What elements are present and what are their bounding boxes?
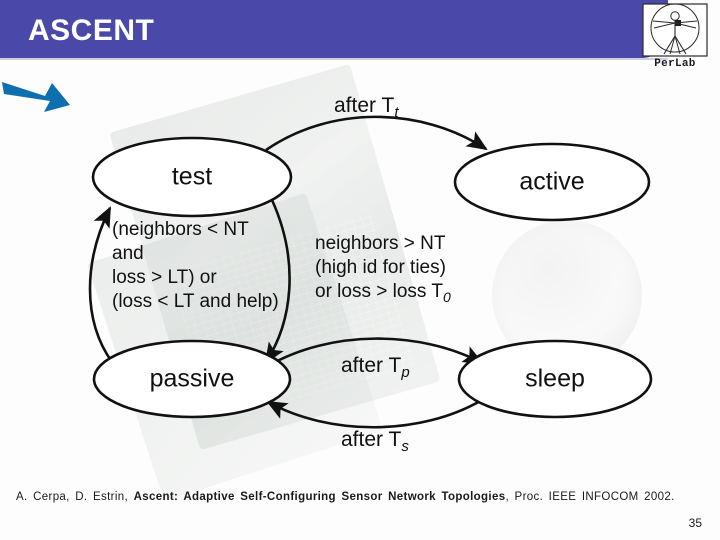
edge-test-to-passive: [264, 199, 291, 364]
cond-line-3: loss > LT) or: [112, 267, 217, 288]
footer-citation-block: A. Cerpa, D. Estrin, Ascent: Adaptive Se…: [16, 490, 704, 506]
edge-passive-to-sleep: [267, 337, 484, 368]
page-number: 35: [688, 516, 702, 530]
citation-venue: , Proc. IEEE INFOCOM 2002.: [505, 491, 675, 503]
slide-header-bar: [0, 0, 668, 58]
diagram-canvas: test active passive sleep after Tt after…: [88, 94, 653, 455]
node-sleep[interactable]: sleep: [457, 339, 653, 419]
edge-passive-to-test: [88, 206, 114, 363]
blue-pointer-arrow-icon: [2, 82, 70, 112]
state-machine-diagram: test active passive sleep after Tt after…: [0, 63, 720, 502]
perlab-logo: PerLab: [636, 2, 714, 74]
citation-authors: A. Cerpa, D. Estrin,: [16, 491, 134, 503]
cond-line-1: (neighbors < NT: [112, 219, 249, 240]
citation-text: A. Cerpa, D. Estrin, Ascent: Adaptive Se…: [16, 490, 704, 506]
condition-test-to-passive: neighbors > NT (high id for ties) or los…: [315, 233, 451, 305]
edge-test-to-active: [265, 115, 488, 152]
node-test[interactable]: test: [91, 136, 293, 218]
edge-sleep-to-passive: [266, 398, 483, 429]
perlab-logo-label: PerLab: [654, 58, 696, 70]
page-title: ASCENT: [28, 14, 155, 47]
cond2-line-1: neighbors > NT: [315, 233, 446, 254]
header-divider: [0, 58, 668, 60]
node-label-active: active: [519, 168, 584, 196]
cond-line-2: and: [112, 243, 144, 264]
node-passive[interactable]: passive: [92, 339, 292, 419]
citation-paper-title: Ascent: Adaptive Self-Configuring Sensor…: [133, 491, 506, 503]
node-label-sleep: sleep: [525, 365, 585, 393]
cond2-line-2: (high id for ties): [315, 257, 446, 278]
cond2-line-3: or loss > loss T0: [315, 281, 451, 305]
cond-line-4: (loss < LT and help): [112, 291, 279, 312]
edge-label-after-ts: after Ts: [341, 428, 409, 455]
node-label-test: test: [172, 163, 212, 191]
edge-label-after-tt: after Tt: [334, 94, 399, 121]
node-label-passive: passive: [150, 365, 235, 393]
condition-passive-to-test: (neighbors < NT and loss > LT) or (loss …: [112, 219, 279, 312]
vitruvian-man-icon: [642, 3, 708, 57]
node-active[interactable]: active: [453, 142, 651, 222]
edge-label-after-tp: after Tp: [341, 354, 410, 381]
